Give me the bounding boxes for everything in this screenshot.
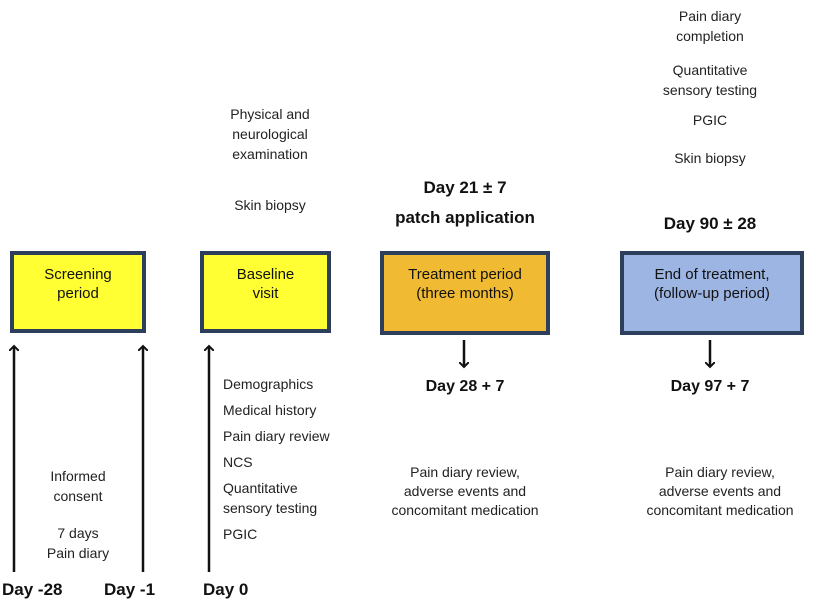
end-note-3: concomitant medication: [646, 502, 794, 518]
baseline-item-qst-2: sensory testing: [223, 500, 318, 516]
treatment-note-1: Pain diary review,: [410, 464, 520, 480]
treatment-period-box: Treatment period (three months): [380, 251, 550, 335]
treatment-day-label: Day 21 ± 7: [423, 178, 507, 197]
day-minus-1-label: Day -1: [104, 580, 156, 599]
end-top-item-6: Skin biopsy: [674, 150, 746, 166]
screening-box-line1: Screening: [44, 266, 112, 283]
end-top-item-3: Quantitative: [672, 62, 748, 78]
patch-application-label: patch application: [395, 208, 535, 227]
diary-line-1: 7 days: [57, 525, 99, 541]
skin-biopsy-text: Skin biopsy: [234, 197, 306, 213]
consent-line-1: Informed: [50, 468, 106, 484]
diary-line-2: Pain diary: [46, 545, 110, 561]
end-bottom-notes: Pain diary review, adverse events and co…: [630, 463, 810, 520]
treatment-bottom-notes: Pain diary review, adverse events and co…: [380, 463, 550, 520]
treatment-box-line1: Treatment period: [408, 266, 522, 283]
baseline-box-line1: Baseline: [236, 266, 295, 283]
baseline-item-demographics: Demographics: [223, 376, 314, 392]
end-top-item-2: completion: [676, 28, 744, 44]
consent-line-2: consent: [53, 488, 103, 504]
treatment-followup-day: Day 28 + 7: [425, 378, 505, 395]
exam-line-3: examination: [232, 146, 308, 162]
treatment-box-line2: (three months): [416, 285, 514, 302]
end-top-item-1: Pain diary: [678, 8, 742, 24]
baseline-skin-biopsy: Skin biopsy: [205, 195, 335, 215]
treatment-note-2: adverse events and: [403, 483, 527, 499]
end-box-line1: End of treatment,: [654, 266, 770, 283]
end-top-item-5: PGIC: [692, 112, 728, 128]
baseline-assessments-list: Demographics Medical history Pain diary …: [223, 374, 363, 544]
pain-diary-note: 7 days Pain diary: [28, 523, 128, 563]
end-day-label: Day 90 ± 28: [663, 214, 757, 233]
end-top-item-4: sensory testing: [662, 82, 758, 98]
treatment-note-3: concomitant medication: [391, 502, 539, 518]
baseline-exam-note: Physical and neurological examination: [205, 104, 335, 164]
baseline-item-qst-1: Quantitative: [223, 480, 298, 496]
baseline-item-medical-history: Medical history: [223, 402, 317, 418]
end-note-2: adverse events and: [658, 483, 782, 499]
end-followup-day: Day 97 + 7: [670, 378, 750, 395]
end-box-line2: (follow-up period): [654, 285, 770, 302]
baseline-box-line2: visit: [252, 285, 279, 302]
day-minus-28-label: Day -28: [2, 580, 63, 599]
end-note-1: Pain diary review,: [665, 464, 775, 480]
informed-consent-note: Informed consent: [28, 466, 128, 506]
baseline-item-ncs: NCS: [223, 454, 253, 470]
screening-period-box: Screening period: [10, 251, 146, 333]
baseline-visit-box: Baseline visit: [200, 251, 331, 333]
end-of-treatment-box: End of treatment, (follow-up period): [620, 251, 804, 335]
exam-line-1: Physical and: [230, 106, 310, 122]
screening-box-line2: period: [57, 285, 99, 302]
baseline-item-pgic: PGIC: [223, 526, 258, 542]
day-0-label: Day 0: [203, 580, 249, 599]
exam-line-2: neurological: [232, 126, 308, 142]
end-top-notes: Pain diary completion Quantitative senso…: [630, 6, 790, 168]
baseline-item-pain-diary-review: Pain diary review: [223, 428, 330, 444]
